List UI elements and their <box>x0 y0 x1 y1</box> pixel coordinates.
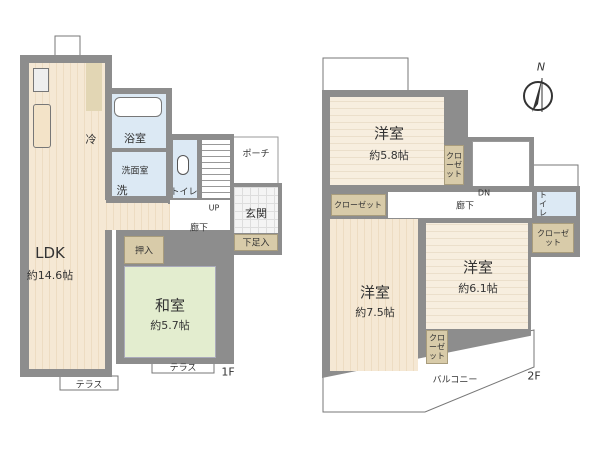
washer-label: 洗 <box>116 184 128 197</box>
terrace-right-label: テラス <box>169 363 197 374</box>
oshiire <box>124 236 164 264</box>
sink-icon <box>33 104 51 148</box>
western-c-label: 洋室 <box>462 258 494 277</box>
porch-outline <box>231 136 279 186</box>
closet-bottom <box>426 330 448 364</box>
counter <box>86 63 102 111</box>
western-a-size: 約5.8帖 <box>369 149 409 162</box>
compass-icon <box>523 78 553 112</box>
washitsu-label: 和室 <box>154 296 186 315</box>
closet-right-label: クローゼット <box>537 229 569 247</box>
hallway-label: 廊下 <box>189 223 209 234</box>
room-toilet-2f <box>537 192 576 216</box>
room-western-a <box>330 97 444 185</box>
western-c-size: 約6.1帖 <box>458 282 498 295</box>
room-entrance <box>234 187 278 233</box>
ldk-label: LDK <box>35 244 65 262</box>
stairs-2f <box>472 141 530 189</box>
shoe-storage <box>234 234 278 251</box>
room-western-c <box>426 223 528 329</box>
room-hallway-1f <box>170 200 232 232</box>
toilet-icon <box>177 155 189 175</box>
room-washroom <box>112 152 166 196</box>
western-a-label: 洋室 <box>373 124 405 143</box>
terrace-left-label: テラス <box>75 380 103 391</box>
western-b-size: 約7.5帖 <box>355 306 395 319</box>
bath-label: 浴室 <box>124 132 146 145</box>
toilet-2f-label: トイレ <box>539 190 547 218</box>
oshiire-label: 押入 <box>134 246 154 257</box>
entrance-label: 玄関 <box>245 207 267 220</box>
toilet-label: トイレ <box>170 187 198 198</box>
closet-right <box>532 223 574 253</box>
balcony-label: バルコニー <box>432 375 478 386</box>
stairs-up-label: UP <box>208 203 220 213</box>
fridge-label: 冷 <box>85 133 97 146</box>
closet-bottom-label: クローゼット <box>429 333 445 361</box>
closet-small-top <box>444 145 464 185</box>
washroom-label: 洗面室 <box>121 166 149 177</box>
floor1-label: 1F <box>221 365 235 379</box>
hallway-2f-label: 廊下 <box>455 201 475 212</box>
bathtub-icon <box>114 97 162 117</box>
floor2-label: 2F <box>527 369 541 383</box>
room-ldk-ext <box>100 200 170 230</box>
room-western-b <box>330 219 418 371</box>
room-hallway-2f <box>388 192 532 218</box>
ldk-size: 約14.6帖 <box>26 269 74 282</box>
closet-top-label: クローゼット <box>334 200 382 210</box>
stove-icon <box>33 68 49 92</box>
room-washitsu <box>124 266 216 358</box>
shoe-storage-label: 下足入 <box>242 238 270 249</box>
stairs-down-label: DN <box>477 188 491 198</box>
washitsu-size: 約5.7帖 <box>150 319 190 332</box>
compass-north-label: N <box>536 60 546 74</box>
closet-top <box>331 194 386 216</box>
western-b-label: 洋室 <box>359 283 391 302</box>
closet-small-top-label: クローゼット <box>446 151 462 179</box>
porch-label: ポーチ <box>242 149 270 160</box>
stairs-1f <box>202 140 230 198</box>
